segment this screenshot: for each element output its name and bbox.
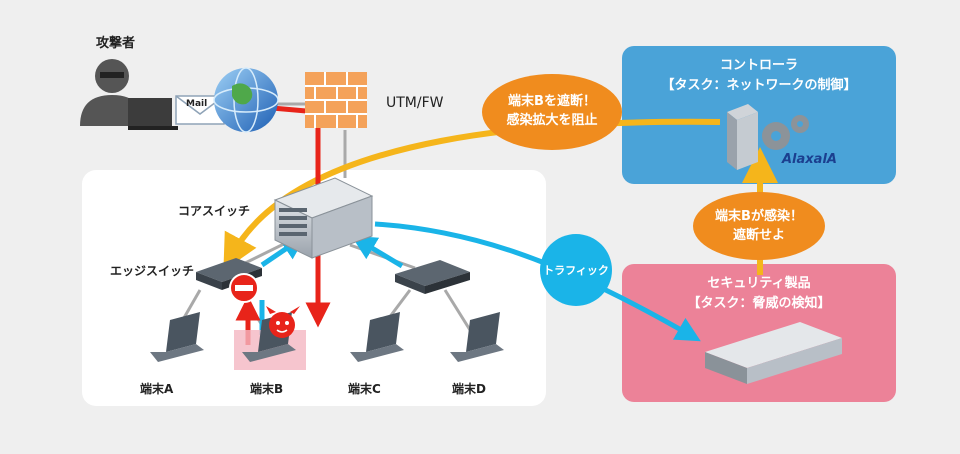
security-title: セキュリティ製品 (707, 276, 811, 291)
security-panel (622, 264, 896, 402)
edge-switch-label: エッジスイッチ (110, 264, 195, 278)
security-appliance-icon (705, 322, 842, 384)
malware-icon (266, 306, 300, 338)
infected-bubble-line1: 端末Bが感染！ (715, 209, 803, 224)
security-task: 【タスク：脅威の検知】 (687, 296, 831, 311)
controller-title: コントローラ (719, 58, 798, 73)
core-switch-label: コアスイッチ (178, 204, 251, 218)
block-bubble-line2: 感染拡大を阻止 (506, 113, 598, 128)
block-bubble-line1: 端末Bを遮断！ (508, 94, 596, 109)
terminal-d-icon (450, 312, 504, 362)
terminal-c-label: 端末C (348, 382, 381, 396)
block-bubble (482, 74, 622, 150)
blocked-icon (229, 273, 259, 303)
traffic-bubble-label: トラフィック (543, 264, 609, 277)
terminal-d-label: 端末D (452, 382, 486, 396)
traffic-bubble (540, 234, 612, 306)
terminal-b-label: 端末B (250, 382, 284, 396)
controller-panel (622, 46, 896, 184)
controller-server-icon (727, 104, 809, 170)
controller-task: 【タスク：ネットワークの制御】 (661, 78, 857, 93)
infected-bubble (693, 192, 825, 260)
firewall-icon (305, 72, 367, 128)
edge-switch-right-icon (395, 260, 470, 294)
attacker-label: 攻撃者 (96, 36, 136, 51)
utm-label: UTM/FW (386, 95, 444, 111)
mail-label: Mail (186, 99, 208, 109)
alaxala-logo: AlaxalA (782, 152, 837, 167)
core-switch-icon (273, 177, 374, 259)
terminal-c-icon (350, 312, 404, 362)
terminal-a-label: 端末A (140, 382, 174, 396)
terminal-a-icon (150, 312, 204, 362)
attacker-icon (80, 59, 178, 130)
infected-bubble-line2: 遮断せよ (732, 228, 785, 243)
internet-globe-icon (213, 67, 279, 133)
control-arrow (223, 118, 721, 271)
